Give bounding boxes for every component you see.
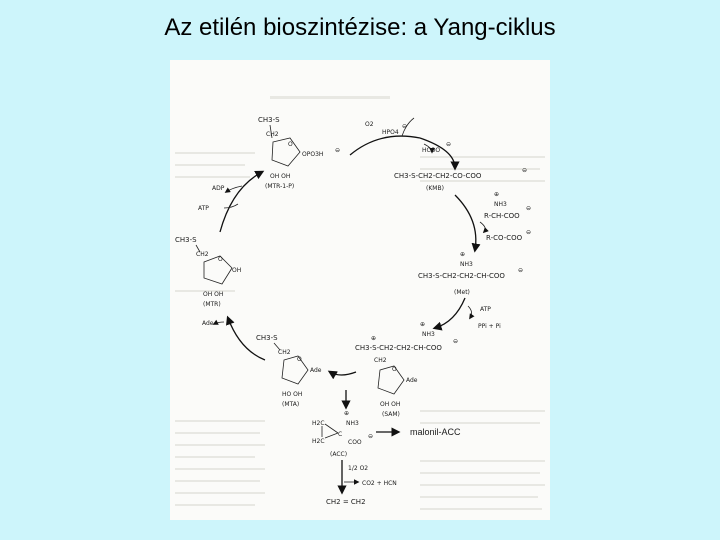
hpo4-charge: ⊖ [402, 123, 407, 130]
sam-name: (SAM) [382, 411, 400, 418]
mtr-1-p-structure: CH3-S CH2 O OPO3H ⊖ OH OH (MTR-1-P) [258, 116, 340, 190]
sam-structure: ⊕ ⊕ NH3 CH3-S-CH2-CH2-CH-COO ⊖ CH2 O Ade… [355, 321, 458, 418]
met-nh3: NH3 [460, 261, 473, 268]
mtr1p-ch3s: CH3-S [258, 116, 280, 124]
atp-left-label: ATP [198, 205, 209, 212]
mtr1p-phosphate: OPO3H [302, 151, 323, 158]
malonil-acc-label: malonil-ACC [410, 427, 461, 437]
mta-oh: HO OH [282, 391, 302, 398]
keto-formula: R-CO-COO [486, 234, 523, 242]
sam-o: O [392, 366, 397, 373]
half-o2-label: 1/2 O2 [348, 465, 368, 472]
sam-formula: CH3-S-CH2-CH2-CH-COO [355, 344, 442, 352]
sam-nh3: NH3 [422, 331, 435, 338]
ppi-label: PPi + Pi [478, 323, 501, 330]
ade-label: Ade [202, 320, 214, 327]
mtr1p-oh: OH OH [270, 173, 290, 180]
keto-charge: ⊖ [526, 229, 531, 236]
sam-charge: ⊖ [453, 338, 458, 345]
background-text [175, 96, 545, 510]
arc-top-left [350, 136, 420, 155]
co2-hcn-label: CO2 + HCN [362, 480, 397, 487]
arc-met-to-sam [435, 298, 465, 328]
mta-ade: Ade [310, 367, 322, 374]
sam-ch2: CH2 [374, 357, 387, 364]
sam-nh3-plus: ⊕ [420, 321, 425, 328]
mtr-name: (MTR) [203, 301, 221, 308]
ade-branch [214, 322, 224, 324]
acc-plus: ⊕ [344, 410, 349, 417]
kmb-formula: CH3-S-CH2-CH2-CO-COO [394, 172, 482, 180]
mta-name: (MTA) [282, 401, 299, 408]
keto-acid-product: R-CO-COO ⊖ [486, 229, 531, 242]
mtr-structure: CH3-S CH2 O OH OH OH (MTR) [175, 236, 241, 308]
yang-cycle-figure: CH3-S CH2 O OPO3H ⊖ OH OH (MTR-1-P) CH3-… [170, 60, 550, 520]
mtr-o: O [218, 256, 223, 263]
arc-mtr-to-mtr1p [220, 172, 262, 232]
hcoo-label: HCOO [422, 147, 440, 154]
acc-name: (ACC) [330, 451, 347, 458]
sam-oh: OH OH [380, 401, 400, 408]
kmb-structure: CH3-S-CH2-CH2-CO-COO ⊖ (KMB) [394, 167, 527, 192]
mtr-ch2: CH2 [196, 251, 209, 258]
acc-h2c-bottom: H2C [312, 438, 325, 445]
mtr-ch3s: CH3-S [175, 236, 197, 244]
amino-nh3: NH3 [494, 201, 507, 208]
acc-c: C [338, 431, 342, 438]
atp-right-label: ATP [480, 306, 491, 313]
sam-ade: Ade [406, 377, 418, 384]
arc-sam-to-mta [330, 372, 356, 375]
acc-nh3: NH3 [346, 420, 359, 427]
mtr1p-name: (MTR-1-P) [265, 183, 294, 190]
yang-cycle-diagram: CH3-S CH2 O OPO3H ⊖ OH OH (MTR-1-P) CH3-… [170, 60, 550, 520]
mtr-oh-right: OH [232, 267, 241, 274]
amino-plus: ⊕ [494, 191, 499, 198]
adp-label: ADP [212, 185, 225, 192]
amino-formula: R-CH-COO [484, 212, 520, 220]
mta-structure: CH3-S CH2 O Ade HO OH (MTA) [256, 334, 322, 408]
mtr1p-charge: ⊖ [335, 147, 340, 154]
acc-h2c-top: H2C [312, 420, 325, 427]
amino-acid-donor: ⊕ NH3 R-CH-COO ⊖ [484, 191, 531, 220]
sam-plus: ⊕ [371, 335, 376, 342]
page-title: Az etilén bioszintézise: a Yang-ciklus [0, 14, 720, 42]
acc-structure: ⊕ NH3 H2C H2C C COO ⊖ (ACC) [312, 410, 373, 458]
met-charge: ⊖ [518, 267, 523, 274]
mtr1p-ch2: CH2 [266, 131, 279, 138]
atp-ppi-branch [468, 306, 472, 318]
met-plus: ⊕ [460, 251, 465, 258]
acc-coo: COO [348, 439, 362, 446]
amino-charge: ⊖ [526, 205, 531, 212]
kmb-name: (KMB) [426, 185, 444, 192]
kmb-charge: ⊖ [522, 167, 527, 174]
met-formula: CH3-S-CH2-CH2-CH-COO [418, 272, 505, 280]
acc-charge: ⊖ [368, 433, 373, 440]
ethylene-label: CH2 = CH2 [326, 498, 366, 506]
mtr-oh: OH OH [203, 291, 223, 298]
met-name: (Met) [454, 289, 470, 296]
mta-ch3s: CH3-S [256, 334, 278, 342]
hcoo-charge: ⊖ [446, 141, 451, 148]
arc-kmb-to-met [455, 195, 476, 250]
mta-ch2: CH2 [278, 349, 291, 356]
mtr1p-o: O [288, 141, 293, 148]
mta-o: O [297, 356, 302, 363]
transamination-branch [480, 222, 485, 232]
met-structure: ⊕ NH3 CH3-S-CH2-CH2-CH-COO ⊖ (Met) [418, 251, 523, 296]
o2-label: O2 [365, 121, 374, 128]
hpo4-label: HPO4 [382, 129, 399, 136]
